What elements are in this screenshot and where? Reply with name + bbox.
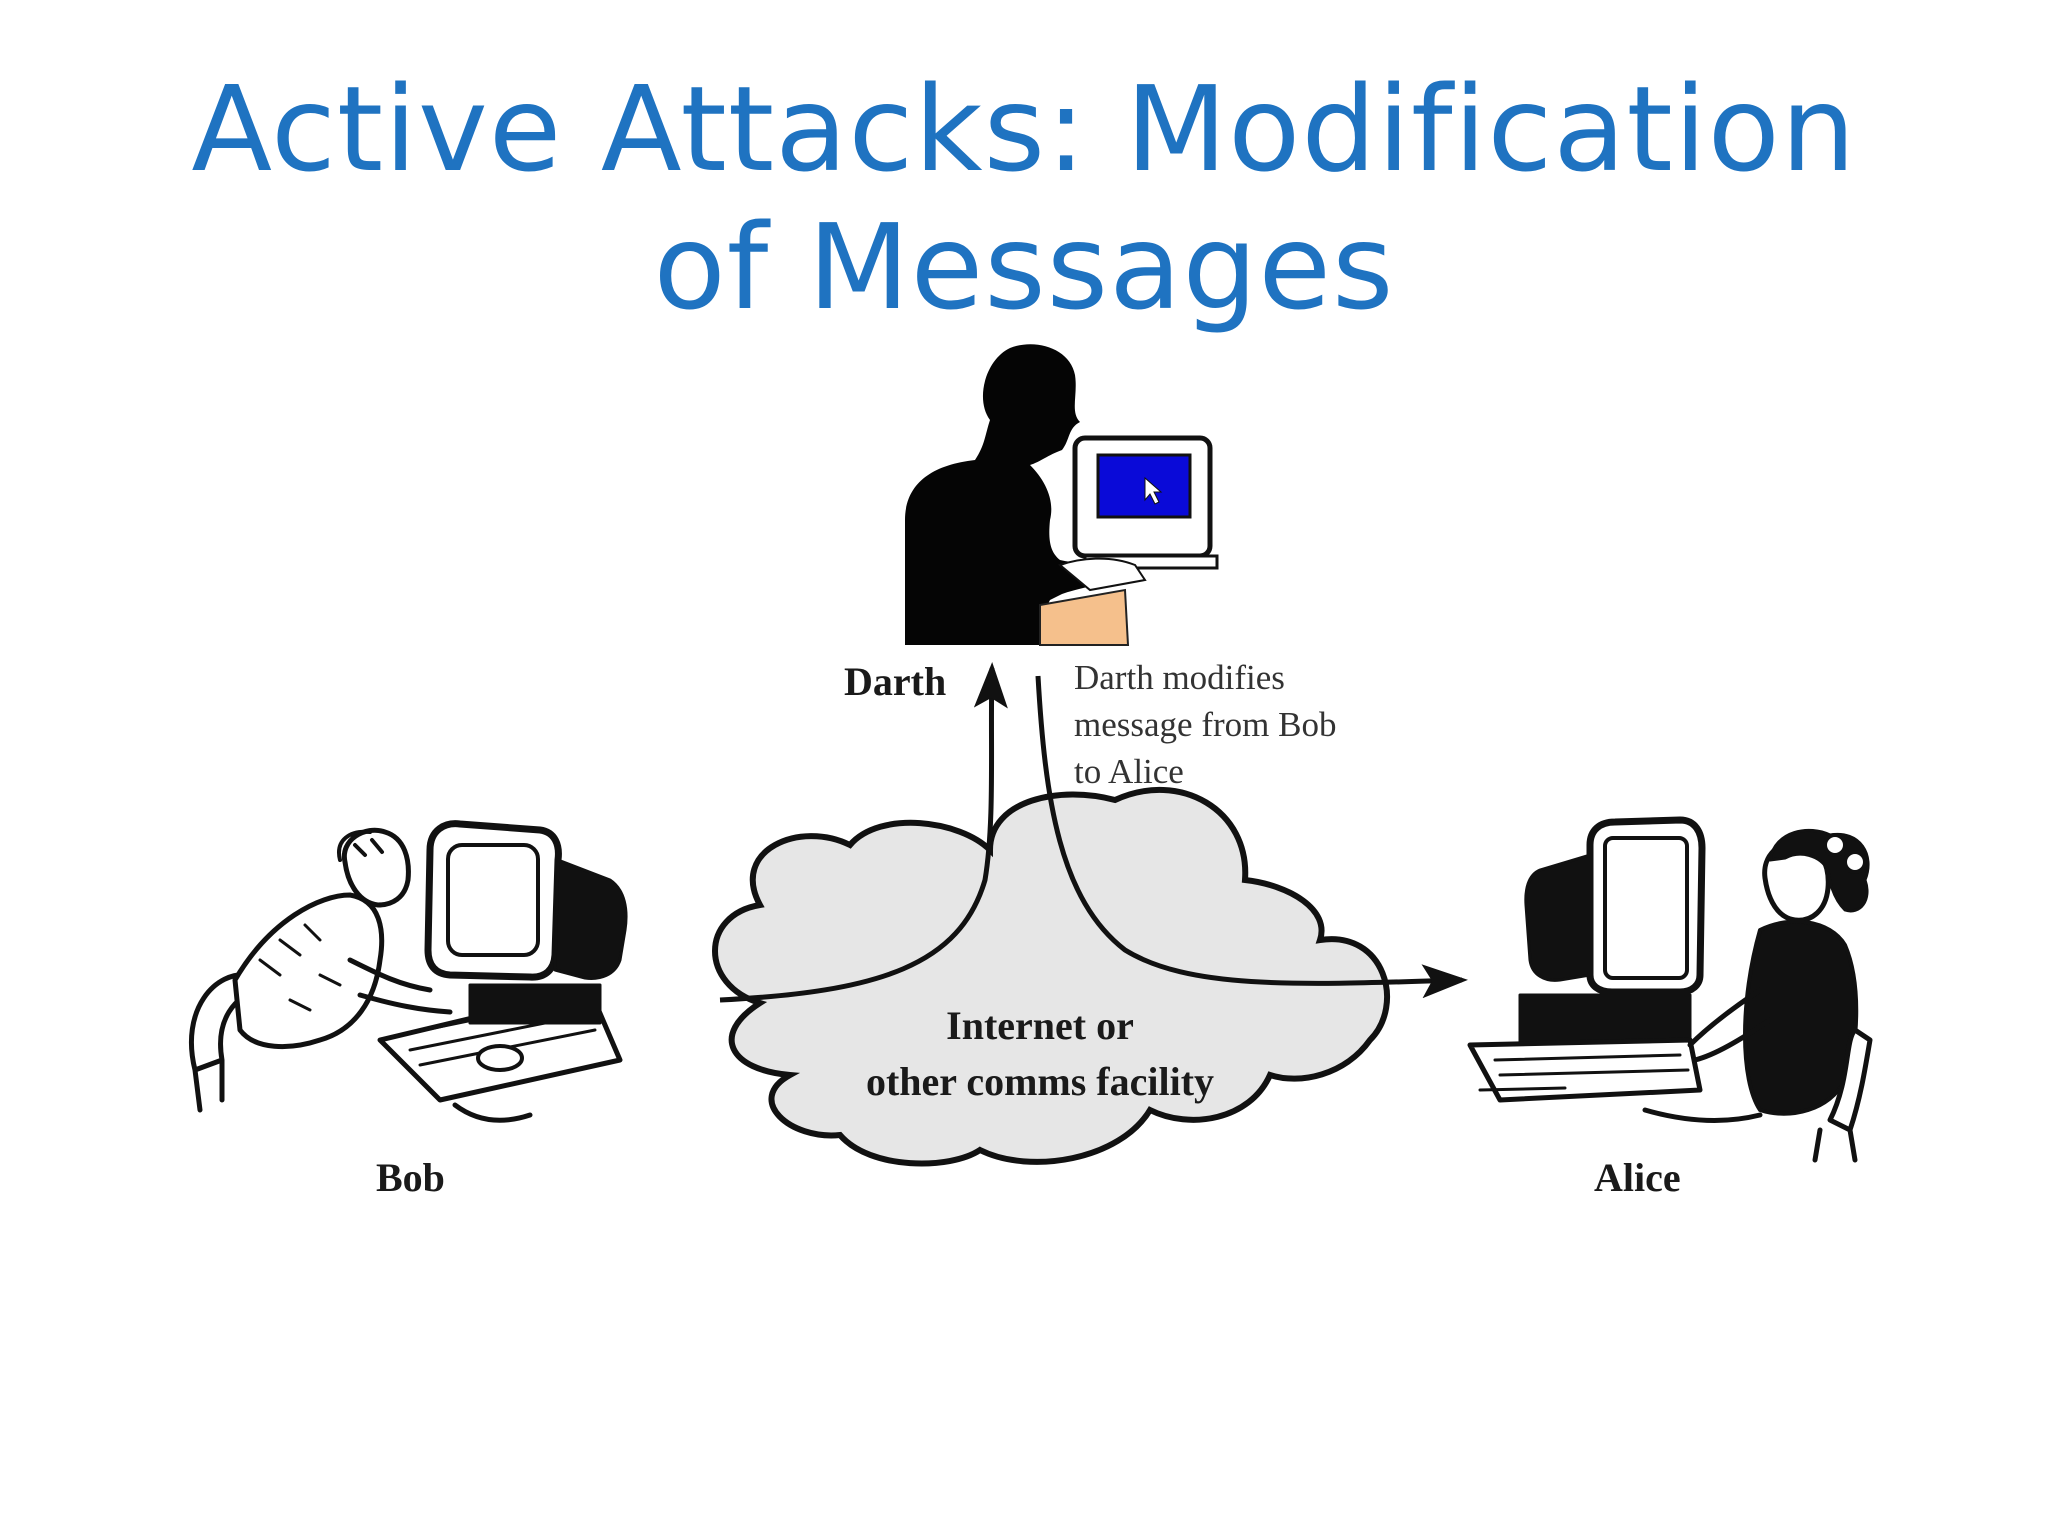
alice-label: Alice	[1594, 1155, 1681, 1200]
attack-note-line-1: Darth modifies	[1074, 658, 1285, 697]
cloud-label-line-2: other comms facility	[865, 1059, 1215, 1104]
bob-monitor-back	[553, 858, 628, 980]
darth-hand	[1058, 557, 1147, 592]
attack-note-line-2: message from Bob	[1074, 705, 1337, 744]
bob-cpu	[468, 983, 602, 1025]
cloud-label: Internet or other comms facility	[800, 998, 1280, 1110]
slide-title: Active Attacks: Modification of Messages	[0, 60, 2048, 336]
darth-desk	[1039, 588, 1130, 646]
bob-to-darth-arrow	[719, 662, 1008, 1003]
attack-note: Darth modifies message from Bob to Alice	[1074, 654, 1336, 795]
attack-note-line-3: to Alice	[1074, 752, 1184, 791]
alice-monitor-screen	[1603, 836, 1689, 980]
bob-label: Bob	[376, 1155, 445, 1200]
internet-cloud	[712, 787, 1390, 1167]
alice-monitor-back	[1524, 853, 1592, 982]
darth-monitor-screen	[1096, 453, 1192, 519]
alice-figure	[1467, 816, 1873, 1163]
bob-figure	[188, 820, 628, 1123]
title-line-1: Active Attacks: Modification	[191, 60, 1857, 198]
bob-mouse	[476, 1044, 524, 1072]
alice-chair	[1812, 1027, 1873, 1163]
darth-figure	[905, 344, 1219, 646]
alice-body	[1743, 919, 1859, 1116]
darth-label: Darth	[844, 659, 947, 704]
darth-cursor-icon	[1144, 476, 1163, 505]
cloud-label-line-1: Internet or	[946, 1003, 1134, 1048]
title-line-2: of Messages	[653, 198, 1395, 336]
bob-body	[232, 892, 385, 1050]
bob-monitor-screen	[446, 843, 540, 957]
darth-to-alice-arrow	[1035, 675, 1468, 999]
alice-cpu	[1518, 993, 1692, 1045]
